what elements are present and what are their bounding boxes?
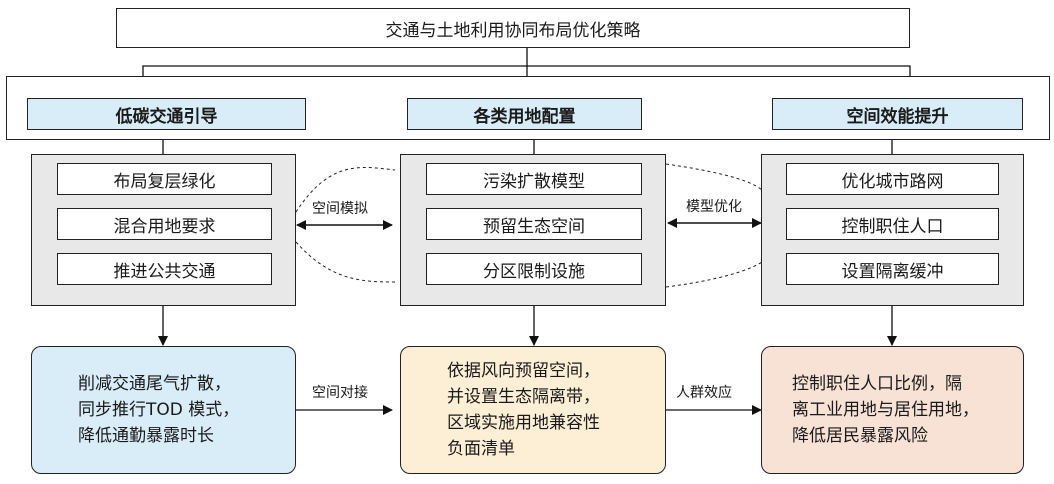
panel-item: 优化城市路网: [786, 163, 999, 195]
result-space-efficiency: 控制职住人口比例，隔 离工业用地与居住用地， 降低居民暴露风险: [761, 346, 1024, 474]
panel-item: 布局复层绿化: [57, 163, 272, 195]
dotted-arc-bottom: [295, 241, 396, 283]
heading-space-efficiency: 空间效能提升: [772, 98, 1023, 130]
panel-item: 预留生态空间: [426, 208, 642, 240]
label-crowd-effect: 人群效应: [676, 385, 732, 401]
dotted-arc-bottom-2: [665, 261, 763, 288]
dotted-arc-top: [295, 167, 396, 213]
result-low-carbon-traffic: 削减交通尾气扩散， 同步推行TOD 模式， 降低通勤暴露时长: [31, 346, 296, 474]
panel-low-carbon-traffic: 布局复层绿化 混合用地要求 推进公共交通: [31, 154, 296, 306]
panel-item: 控制职住人口: [786, 208, 999, 240]
result-text: 削减交通尾气扩散， 同步推行TOD 模式， 降低通勤暴露时长: [78, 374, 240, 446]
result-text: 控制职住人口比例，隔 离工业用地与居住用地， 降低居民暴露风险: [792, 374, 979, 446]
result-land-use-config: 依据风向预留空间， 并设置生态隔离带， 区域实施用地兼容性 负面清单: [400, 346, 666, 474]
dotted-arc-top-2: [665, 163, 763, 191]
panel-space-efficiency: 优化城市路网 控制职住人口 设置隔离缓冲: [761, 154, 1024, 306]
strategy-title: 交通与土地利用协同布局优化策略: [116, 8, 910, 48]
result-text: 依据风向预留空间， 并设置生态隔离带， 区域实施用地兼容性 负面清单: [447, 361, 600, 459]
panel-item: 设置隔离缓冲: [786, 253, 999, 285]
label-model-optimization: 模型优化: [686, 199, 742, 215]
panel-item: 分区限制设施: [426, 253, 642, 285]
panel-item: 混合用地要求: [57, 208, 272, 240]
panel-item: 污染扩散模型: [426, 163, 642, 195]
heading-low-carbon-traffic: 低碳交通引导: [27, 98, 306, 130]
label-spatial-docking: 空间对接: [312, 385, 368, 401]
label-spatial-simulation: 空间模拟: [312, 201, 368, 217]
heading-land-use-config: 各类用地配置: [407, 98, 642, 130]
panel-item: 推进公共交通: [57, 253, 272, 285]
panel-land-use-config: 污染扩散模型 预留生态空间 分区限制设施: [400, 154, 666, 306]
